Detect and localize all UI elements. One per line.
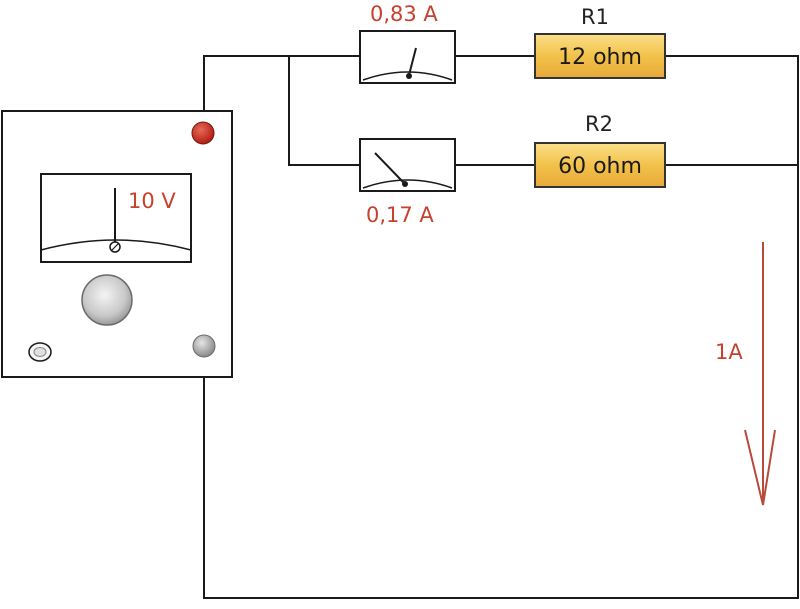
adjust-knob[interactable] [81, 274, 133, 326]
voltmeter-reading: 10 V [128, 189, 176, 213]
negative-terminal[interactable] [192, 334, 216, 358]
wires [203, 55, 799, 599]
resistor-2-value: 60 ohm [558, 154, 642, 179]
voltmeter: 10 V [40, 173, 192, 263]
resistor-1-name: R1 [581, 5, 609, 29]
ammeter-2-reading: 0,17 A [366, 203, 434, 227]
current-arrow: 1A [715, 242, 776, 506]
current-label: 1A [715, 340, 743, 364]
ammeter-1: 0,83 A [359, 2, 456, 84]
ammeter-2-needle [374, 152, 405, 184]
power-supply: 10 V [1, 110, 233, 378]
positive-terminal[interactable] [191, 121, 215, 145]
resistor-1-value: 12 ohm [558, 45, 642, 70]
resistor-2-name: R2 [585, 112, 613, 136]
ammeter-2: 0,17 A [359, 138, 456, 227]
resistor-1: R1 12 ohm [534, 5, 666, 79]
ammeter-1-needle [408, 47, 417, 76]
ammeter-1-reading: 0,83 A [370, 2, 438, 26]
resistor-2: R2 60 ohm [534, 112, 666, 188]
